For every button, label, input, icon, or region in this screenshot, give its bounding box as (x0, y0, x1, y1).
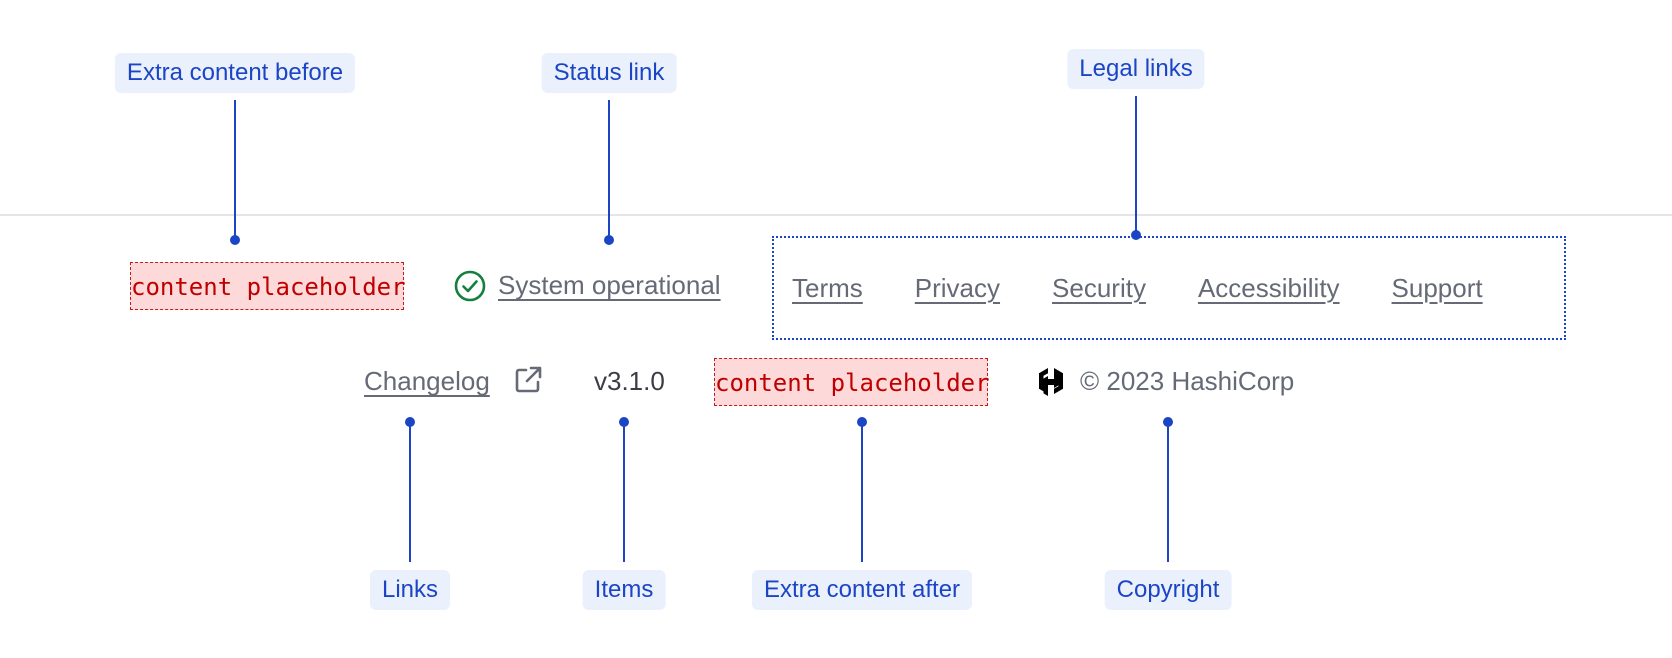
annotation-line-copyright (1167, 422, 1169, 562)
version-item: v3.1.0 (594, 366, 665, 396)
footer-top-divider (0, 214, 1672, 216)
annotation-dot-legal-links (1131, 230, 1141, 240)
annotation-items: Items (582, 570, 666, 610)
annotation-line-extra-before (234, 100, 236, 240)
legal-link-privacy[interactable]: Privacy (914, 272, 1001, 303)
changelog-link[interactable]: Changelog (364, 366, 490, 396)
hashicorp-logo-icon (1036, 366, 1066, 396)
legal-link-security[interactable]: Security (1052, 272, 1146, 303)
annotation-dot-extra-before (230, 235, 240, 245)
annotation-line-items (623, 422, 625, 562)
annotation-links: Links (369, 570, 451, 610)
annotation-extra-content-after: Extra content after (751, 570, 973, 610)
annotation-line-legal-links (1135, 96, 1137, 235)
annotation-dot-status-link (604, 235, 614, 245)
check-circle-icon (454, 270, 486, 302)
legal-link-terms[interactable]: Terms (792, 272, 863, 303)
extra-content-after-placeholder: content placeholder (714, 358, 990, 406)
legal-links-list: Terms Privacy Security Accessibility Sup… (792, 268, 1483, 308)
annotation-line-links (409, 422, 411, 562)
legal-link-support[interactable]: Support (1391, 272, 1483, 303)
annotation-status-link: Status link (541, 53, 677, 93)
copyright-text: © 2023 HashiCorp (1080, 366, 1295, 396)
annotation-line-status-link (608, 100, 610, 240)
legal-links-group (772, 236, 1566, 340)
annotation-copyright: Copyright (1104, 570, 1232, 610)
extra-content-before-placeholder: content placeholder (130, 262, 406, 310)
annotation-legal-links: Legal links (1067, 49, 1205, 89)
annotation-line-extra-after (861, 422, 863, 562)
legal-link-accessibility[interactable]: Accessibility (1197, 272, 1340, 303)
external-link-icon (512, 364, 544, 396)
annotation-extra-content-before: Extra content before (114, 53, 356, 93)
status-link[interactable]: System operational (498, 270, 721, 300)
